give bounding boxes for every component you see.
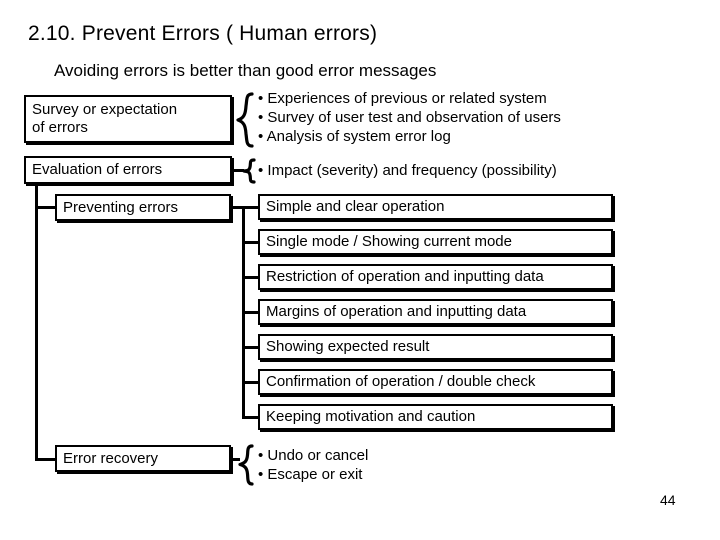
bullets-survey: • Experiences of previous or related sys… [258, 89, 561, 146]
node-preventing-label: Preventing errors [63, 198, 179, 216]
page-subtitle: Avoiding errors is better than good erro… [54, 61, 437, 80]
child-rung [242, 346, 260, 349]
bullet-item: • Analysis of system error log [258, 128, 451, 145]
node-child-label: Simple and clear operation [266, 198, 445, 215]
node-preventing-errors[interactable]: Preventing errors [55, 194, 231, 221]
child-rung [242, 381, 260, 384]
child-rung [242, 276, 260, 279]
node-confirmation-of-operation[interactable]: Confirmation of operation / double check [258, 369, 613, 395]
node-survey-label: Survey or expectation of errors [32, 101, 178, 136]
connector-preventing-to-spine [231, 206, 245, 209]
bullet-item: • Survey of user test and observation of… [258, 109, 561, 126]
node-evaluation-of-errors[interactable]: Evaluation of errors [24, 156, 232, 184]
page-title: 2.10. Prevent Errors ( Human errors) [28, 22, 378, 45]
bullets-recovery: • Undo or cancel • Escape or exit [258, 446, 368, 484]
node-simple-and-clear-operation[interactable]: Simple and clear operation [258, 194, 613, 220]
node-showing-expected-result[interactable]: Showing expected result [258, 334, 613, 360]
brace-evaluation-icon [242, 158, 256, 184]
node-evaluation-label: Evaluation of errors [32, 161, 163, 178]
child-rung [242, 206, 260, 209]
node-single-mode[interactable]: Single mode / Showing current mode [258, 229, 613, 255]
child-rung [242, 311, 260, 314]
node-child-label: Showing expected result [266, 338, 430, 355]
child-rung [242, 241, 260, 244]
connector-preventing-stub [35, 206, 57, 209]
node-restriction-of-operation[interactable]: Restriction of operation and inputting d… [258, 264, 613, 290]
bullets-evaluation: • Impact (severity) and frequency (possi… [258, 161, 557, 180]
page-number: 44 [660, 492, 676, 508]
connector-recovery-to-brace [231, 458, 240, 461]
node-child-label: Margins of operation and inputting data [266, 303, 527, 320]
node-margins-of-operation[interactable]: Margins of operation and inputting data [258, 299, 613, 325]
node-child-label: Keeping motivation and caution [266, 408, 476, 425]
node-survey-or-expectation[interactable]: Survey or expectation of errors [24, 95, 232, 143]
node-child-label: Confirmation of operation / double check [266, 373, 536, 390]
node-error-recovery[interactable]: Error recovery [55, 445, 231, 472]
brace-recovery-icon [238, 444, 254, 486]
connector-recovery-stub [35, 458, 57, 461]
node-keeping-motivation[interactable]: Keeping motivation and caution [258, 404, 613, 430]
bullet-item: • Undo or cancel [258, 447, 369, 464]
bullet-item: • Experiences of previous or related sys… [258, 90, 547, 107]
connector-evaluation-stub [234, 169, 244, 172]
node-child-label: Single mode / Showing current mode [266, 233, 512, 250]
child-rung [242, 416, 260, 419]
bullet-item: • Impact (severity) and frequency (possi… [258, 162, 557, 179]
node-recovery-label: Error recovery [63, 449, 159, 467]
brace-survey-icon [236, 92, 254, 148]
node-child-label: Restriction of operation and inputting d… [266, 268, 544, 285]
trunk-vertical-line [35, 184, 38, 460]
bullet-item: • Escape or exit [258, 466, 363, 483]
